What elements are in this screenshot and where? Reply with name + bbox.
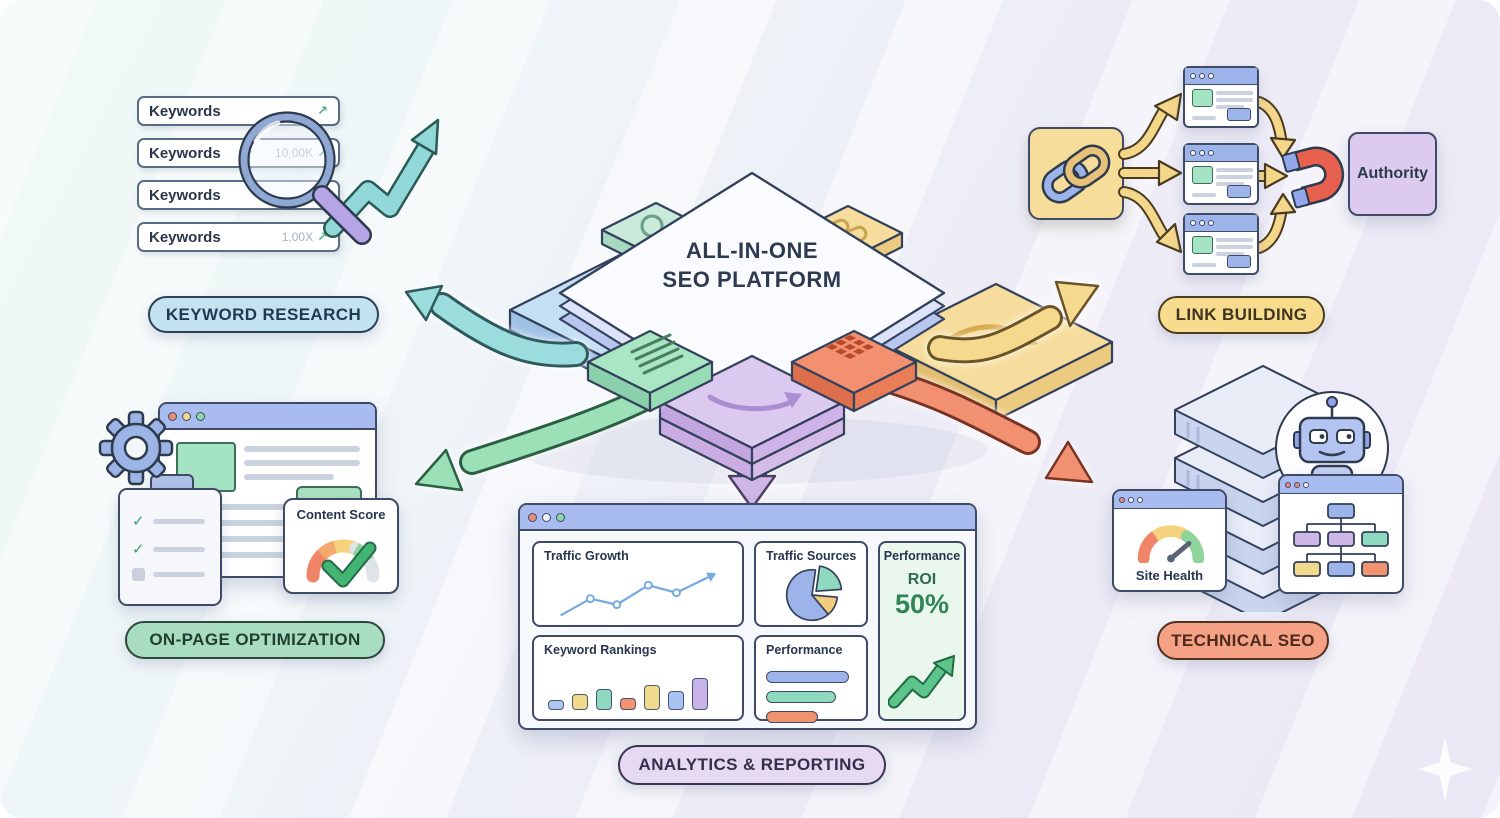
trend-up-icon: ↗ [317,229,328,244]
performance-roi-title: Performance [883,549,961,563]
hbar [766,671,849,683]
onpage-label-text: ON-PAGE OPTIMIZATION [149,630,361,649]
keyword-label: Keywords [149,144,221,162]
keyword-rankings-title: Keyword Rankings [544,643,657,657]
traffic-growth-chart [560,572,717,617]
traffic-light-green-icon [196,411,205,421]
keyword-label: Keywords [149,228,221,246]
keyword-label: Keywords [149,186,221,204]
gear-icon [98,410,174,486]
keyword-research-arrow [404,284,589,368]
list-tile [586,329,714,413]
check-icon: ✓ [132,541,145,558]
thumbnail [1192,89,1213,107]
backlink-page-card [1183,66,1259,128]
bar [620,698,636,710]
dashboard-header [520,505,975,531]
keyword-rankings-card: Keyword Rankings [532,635,744,721]
keyword-research-label: KEYWORD RESEARCH [148,296,379,333]
analytics-dashboard-window: Traffic Growth Traffic Sources Performan… [518,503,977,730]
link-building-label: LINK BUILDING [1158,296,1325,334]
bar [548,699,564,710]
bar [668,690,684,710]
site-health-gauge-icon [1137,525,1205,563]
keyword-row: Keywords 1,00X ↗ [137,222,340,252]
traffic-light-yellow-icon [182,411,191,421]
technical-seo-label: TECHNICAL SEO [1157,621,1329,660]
performance-bars-title: Performance [766,643,843,657]
sitemap-window [1278,474,1404,594]
authority-card: Authority [1348,132,1437,216]
roi-metric-label: ROI [907,571,937,588]
onpage-optimization-label: ON-PAGE OPTIMIZATION [125,621,385,659]
traffic-sources-title: Traffic Sources [766,549,857,563]
performance-bars-card: Performance [754,635,868,723]
keyword-value: 1,00X [281,230,314,244]
traffic-sources-card: Traffic Sources [754,541,868,627]
content-score-title: Content Score [296,507,386,522]
hbar [766,711,819,723]
platform-title-line1: ALL-IN-ONE [685,238,819,263]
traffic-light-red-icon [168,411,177,421]
roi-value: 50% [894,589,950,619]
performance-roi-card: Performance ROI 50% [878,541,966,721]
check-icon: ✓ [132,513,145,530]
backlink-page-card [1183,213,1259,275]
page-button [1227,185,1251,198]
traffic-sources-pie-chart [785,565,843,622]
trend-up-icon: ↗ [317,145,328,161]
keyword-research-label-text: KEYWORD RESEARCH [165,304,362,324]
magnet-icon [1282,146,1345,209]
growth-zigzag-arrow [323,118,440,238]
grid-tile [790,329,918,413]
authority-label: Authority [1356,165,1429,182]
grid-dots-icon [826,335,874,359]
bar [572,694,588,710]
sitemap-tree-icon [1293,503,1389,577]
page-button [1227,255,1251,268]
platform-title: ALL-IN-ONE SEO PLATFORM [612,236,892,294]
site-health-title: Site Health [1135,568,1204,583]
inbound-arrows [1253,96,1297,254]
analytics-reporting-label: ANALYTICS & REPORTING [618,745,886,785]
traffic-light-green-icon [556,512,565,522]
site-health-window: Site Health [1112,489,1227,592]
link-building-arrow [927,280,1100,364]
technical-seo-label-text: TECHNICAL SEO [1171,630,1315,650]
trend-up-icon: ↗ [317,103,328,118]
central-platform-illustration [404,171,1114,510]
bar [644,685,660,710]
traffic-light-red-icon [528,512,537,522]
list-lines-icon [630,333,684,375]
checklist-clipboard: ✓ ✓ [118,488,222,606]
bar [596,688,612,710]
traffic-growth-title: Traffic Growth [544,549,629,563]
backlink-page-card [1183,143,1259,205]
roi-growth-arrow-icon [888,655,955,709]
hbar [766,691,837,703]
keyword-value: 10,00K [275,146,313,160]
thumbnail [1192,166,1213,184]
analytics-label-text: ANALYTICS & REPORTING [638,755,866,774]
chain-link-icon [1041,144,1111,204]
keyword-rankings-bars [548,671,732,710]
page-button [1227,108,1251,121]
performance-hbars [766,671,856,723]
keyword-row: Keywords ↗ [137,96,340,126]
link-flow-arrows [1118,92,1297,254]
unchecked-box-icon [132,568,145,581]
content-score-gauge-icon [306,539,380,588]
outbound-arrows [1118,92,1183,254]
content-score-card: Content Score [283,498,399,594]
platform-title-line2: SEO PLATFORM [662,267,842,292]
thumbnail [1192,236,1213,254]
link-building-label-text: LINK BUILDING [1175,305,1308,324]
bar [692,678,708,710]
browser-header [160,404,375,430]
keyword-label: Keywords [149,102,221,120]
traffic-growth-card: Traffic Growth [532,541,744,627]
sparkle-icon [1418,736,1472,802]
traffic-light-gray-icon [542,512,551,522]
magnifier-icon [238,111,372,245]
